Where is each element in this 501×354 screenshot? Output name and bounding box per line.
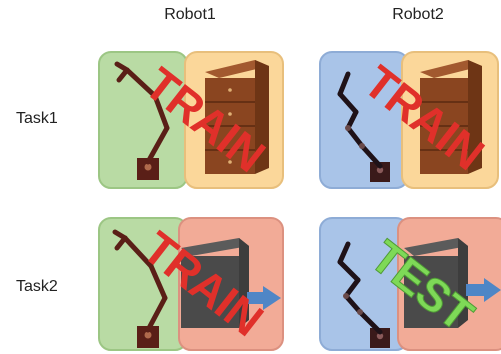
- robot2-arm-icon: [337, 71, 390, 182]
- cabinet-icon: [205, 60, 269, 174]
- robot2-arm-icon: [337, 241, 390, 348]
- column-header-robot1: Robot1: [164, 6, 216, 23]
- arrow-right-icon: [247, 286, 281, 310]
- cabinet-icon: [420, 60, 482, 174]
- arrow-right-icon: [466, 278, 501, 302]
- box-icon: [404, 238, 468, 328]
- cell-task2-robot2: TEST: [318, 216, 501, 354]
- box-icon: [181, 238, 249, 328]
- row-header-task2: Task2: [16, 278, 58, 295]
- row-header-task1: Task1: [16, 110, 58, 127]
- column-header-robot2: Robot2: [392, 6, 444, 23]
- robot1-arm-icon: [114, 61, 170, 180]
- robot1-arm-icon: [112, 229, 168, 348]
- cell-task1-robot1: TRAIN: [97, 50, 287, 192]
- cell-task1-robot2: TRAIN: [318, 50, 501, 192]
- cell-task2-robot1: TRAIN: [97, 216, 287, 354]
